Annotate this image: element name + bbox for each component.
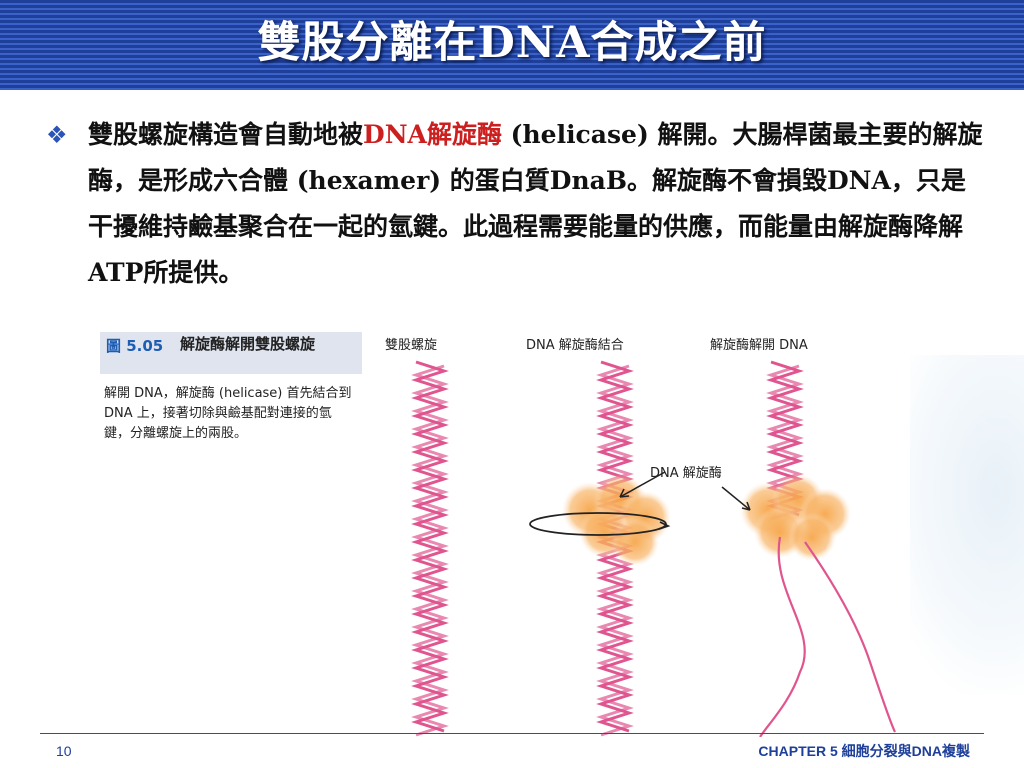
title-part3: 合成之前 bbox=[590, 18, 767, 68]
helicase-blob-unwinding bbox=[740, 474, 851, 561]
footer-divider bbox=[40, 733, 984, 734]
label-helicase-binding: DNA 解旋酶結合 bbox=[526, 338, 624, 353]
double-helix-1 bbox=[411, 360, 449, 737]
figure-panel: 圖 5.05 解旋酶解開雙股螺旋 解開 DNA，解旋酶 (helicase) 首… bbox=[100, 332, 910, 737]
label-dna-helicase: DNA 解旋酶 bbox=[650, 466, 722, 481]
body-text-start: 雙股螺旋構造會自動地被 bbox=[88, 120, 364, 149]
pointer-arrow-icon bbox=[619, 471, 666, 498]
helix-strand bbox=[411, 364, 449, 737]
body-paragraph: 雙股螺旋構造會自動地被DNA解旋酶 (helicase) 解開。大腸桿菌最主要的… bbox=[88, 112, 988, 296]
title-part1: 雙股分離在 bbox=[257, 18, 478, 68]
figure-title: 解旋酶解開雙股螺旋 bbox=[180, 335, 316, 353]
slide-title: 雙股分離在DNA合成之前 bbox=[0, 8, 1024, 78]
figure-caption: 解開 DNA，解旋酶 (helicase) 首先結合到 DNA 上，接著切除與鹼… bbox=[104, 386, 352, 441]
figure-header: 圖 5.05 解旋酶解開雙股螺旋 bbox=[100, 332, 362, 374]
helicase-highlight: DNA解旋酶 bbox=[363, 120, 502, 149]
helix-illustration bbox=[411, 360, 896, 737]
title-part2: DNA bbox=[477, 18, 591, 68]
title-bar bbox=[0, 0, 1024, 90]
pointer-arrow-icon-2 bbox=[721, 486, 751, 511]
label-double-helix: 雙股螺旋 bbox=[385, 338, 438, 353]
label-helicase-unwinding: 解旋酶解開 DNA bbox=[710, 338, 808, 353]
unwound-strand-right bbox=[804, 541, 896, 733]
figure-number: 圖 5.05 bbox=[106, 337, 164, 355]
helix-strand bbox=[411, 360, 449, 733]
unwound-strand-left bbox=[759, 536, 806, 737]
body-text-rest: (helicase) 解開。大腸桿菌最主要的解旋酶，是形成六合體 (hexame… bbox=[88, 120, 983, 287]
chapter-label: CHAPTER 5 細胞分裂與DNA複製 bbox=[758, 743, 970, 759]
helicase-blob-binding bbox=[562, 474, 671, 566]
page-number: 10 bbox=[56, 743, 72, 759]
diamond-bullet-icon: ❖ bbox=[46, 121, 68, 149]
